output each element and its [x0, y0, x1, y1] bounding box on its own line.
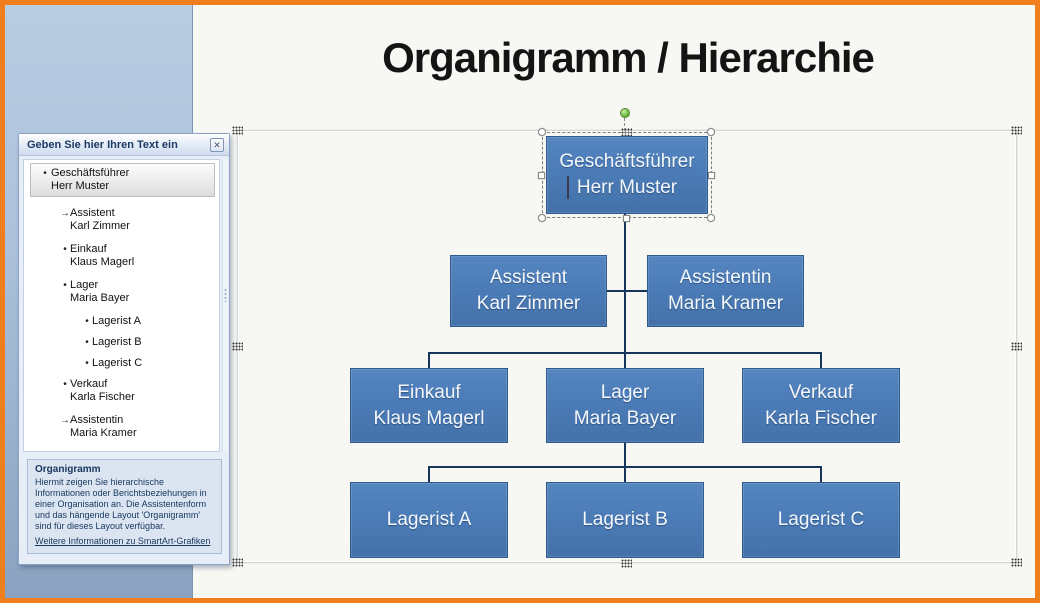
- resize-handle-top-right[interactable]: [707, 128, 715, 136]
- org-box-title: Assistent: [489, 267, 568, 288]
- org-box-assistent[interactable]: Assistent Karl Zimmer: [450, 255, 607, 327]
- frame-handle-bottom-right[interactable]: [1011, 558, 1022, 567]
- org-box-name: Karla Fischer: [765, 407, 877, 429]
- outline-line2: Maria Bayer: [70, 292, 130, 304]
- connector-drop-lagerist-b: [624, 466, 626, 482]
- connector-assistant-right: [625, 290, 647, 292]
- org-box-name: Maria Kramer: [667, 293, 784, 314]
- resize-handle-bottom-middle[interactable]: [623, 215, 630, 222]
- bullet-icon: •: [63, 379, 67, 390]
- rotate-handle-icon[interactable]: [620, 108, 630, 118]
- frame-handle-bottom-left[interactable]: [232, 558, 243, 567]
- bullet-icon: •: [85, 337, 89, 348]
- org-box-title: Lagerist B: [582, 509, 668, 530]
- connector-assistant-left: [607, 290, 625, 292]
- org-box-verkauf[interactable]: Verkauf Karla Fischer: [742, 368, 900, 443]
- frame-handle-top-right[interactable]: [1011, 126, 1022, 135]
- outline-line2: Maria Kramer: [70, 427, 137, 439]
- org-box-lagerist-a[interactable]: Lagerist A: [350, 482, 508, 558]
- outline-line1: Lager: [70, 279, 99, 291]
- connector-trunk-bottom: [624, 443, 626, 468]
- org-box-assistentin[interactable]: Assistentin Maria Kramer: [647, 255, 804, 327]
- connector-drop-lagerist-c: [820, 466, 822, 482]
- outline-line2: Klaus Magerl: [70, 256, 135, 268]
- bullet-icon: •: [85, 358, 89, 369]
- outline-line1: Lagerist B: [92, 336, 142, 348]
- org-box-title: Einkauf: [397, 381, 461, 403]
- frame-handle-right-middle[interactable]: [1011, 342, 1022, 351]
- org-box-name: Herr Muster: [576, 177, 678, 198]
- connector-trunk-top: [624, 213, 626, 353]
- org-box-title: Lagerist A: [386, 509, 472, 530]
- bullet-icon: •: [85, 316, 89, 327]
- outline-line2: Karla Fischer: [70, 391, 135, 403]
- resize-handle-left-middle[interactable]: [538, 172, 545, 179]
- outline-line2: Herr Muster: [51, 180, 110, 192]
- shape-selection-border[interactable]: [542, 132, 712, 218]
- resize-handle-top-left[interactable]: [538, 128, 546, 136]
- org-box-lager[interactable]: Lager Maria Bayer: [546, 368, 704, 443]
- resize-handle-right-middle[interactable]: [708, 172, 715, 179]
- frame-handle-left-middle[interactable]: [232, 342, 243, 351]
- outline-line1: Assistentin: [70, 414, 124, 426]
- org-box-einkauf[interactable]: Einkauf Klaus Magerl: [350, 368, 508, 443]
- more-info-link[interactable]: Weitere Informationen zu SmartArt-Grafik…: [35, 536, 211, 546]
- bullet-icon: •: [63, 280, 67, 291]
- org-box-title: Verkauf: [788, 381, 854, 403]
- org-box-name: Klaus Magerl: [373, 407, 485, 429]
- org-box-name: Karl Zimmer: [476, 293, 581, 314]
- org-box-title: Lager: [600, 381, 650, 403]
- text-cursor: [567, 176, 569, 199]
- frame-handle-bottom-center[interactable]: [621, 559, 632, 568]
- resize-handle-bottom-left[interactable]: [538, 214, 546, 222]
- layout-info-panel: Organigramm Hiermit zeigen Sie hierarchi…: [27, 459, 222, 554]
- org-box-title: Geschäftsführer: [559, 151, 695, 172]
- outline-item-lagerist-a[interactable]: • Lagerist A: [24, 315, 219, 328]
- org-box-title: Lagerist C: [777, 509, 865, 530]
- text-pane-title: Geben Sie hier Ihren Text ein: [27, 138, 178, 151]
- outline-item-lagerist-b[interactable]: • Lagerist B: [24, 336, 219, 349]
- outline-line1: Verkauf: [70, 378, 108, 390]
- text-pane-scrollbar[interactable]: [222, 160, 228, 451]
- bullet-icon: •: [43, 168, 47, 179]
- assistant-arrow-icon: →: [60, 208, 70, 219]
- smartart-text-pane: Geben Sie hier Ihren Text ein ✕ • Geschä…: [18, 133, 230, 565]
- connector-drop-verkauf: [820, 352, 822, 368]
- bullet-icon: •: [63, 244, 67, 255]
- outline-line1: Lagerist C: [92, 357, 143, 369]
- outline-line2: Karl Zimmer: [70, 220, 130, 232]
- org-box-geschaeftsfuehrer[interactable]: Geschäftsführer Herr Muster: [546, 136, 708, 214]
- text-pane-header[interactable]: Geben Sie hier Ihren Text ein ✕: [19, 134, 229, 156]
- outline-line1: Assistent: [70, 207, 115, 219]
- outline-item-lagerist-c[interactable]: • Lagerist C: [24, 357, 219, 370]
- connector-drop-lager: [624, 352, 626, 368]
- connector-drop-einkauf: [428, 352, 430, 368]
- layout-info-description: Hiermit zeigen Sie hierarchische Informa…: [35, 477, 207, 531]
- scrollbar-grip-icon: [224, 288, 227, 302]
- slide-title[interactable]: Organigramm / Hierarchie: [382, 34, 875, 81]
- resize-handle-bottom-right[interactable]: [707, 214, 715, 222]
- close-icon[interactable]: ✕: [210, 138, 224, 152]
- rotate-handle-stem: [624, 118, 625, 131]
- org-box-lagerist-c[interactable]: Lagerist C: [742, 482, 900, 558]
- layout-info-title: Organigramm: [35, 464, 101, 475]
- org-box-name: Maria Bayer: [573, 407, 677, 429]
- connector-drop-lagerist-a: [428, 466, 430, 482]
- outline-line1: Geschäftsführer: [51, 167, 130, 179]
- outline-line1: Einkauf: [70, 243, 107, 255]
- org-box-title: Assistentin: [679, 267, 772, 288]
- outline-line1: Lagerist A: [92, 315, 141, 327]
- org-box-lagerist-b[interactable]: Lagerist B: [546, 482, 704, 558]
- frame-handle-top-left[interactable]: [232, 126, 243, 135]
- assistant-arrow-icon: →: [60, 415, 70, 426]
